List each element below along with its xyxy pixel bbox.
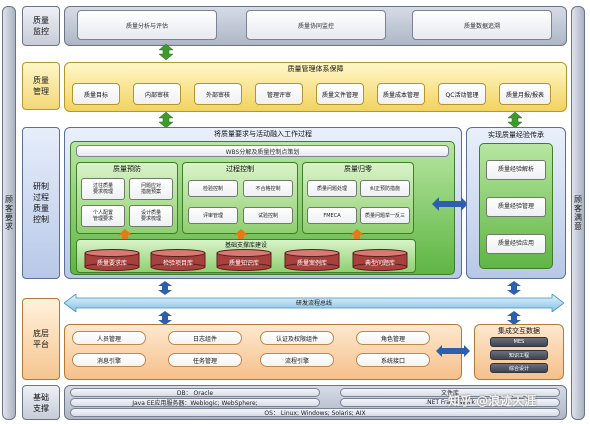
arrow-platform-integration bbox=[436, 345, 470, 357]
rd-bus-label: 研发流程总线 bbox=[295, 300, 332, 307]
arrow-up-prevention bbox=[118, 229, 132, 241]
database-1-icon bbox=[84, 249, 140, 271]
database-1[interactable]: 质量要求库 bbox=[84, 249, 140, 271]
customer-requirement-label: 顾客要求 bbox=[4, 195, 14, 231]
platform-item-8[interactable]: 系统接口 bbox=[356, 353, 430, 367]
prevention-cell-2[interactable]: 问题应对 措施预案 bbox=[129, 178, 173, 200]
group-title-prevention: 质量预防 bbox=[113, 165, 141, 173]
experience-title: 实现质量经验传承 bbox=[488, 131, 544, 139]
mgmt-item-8[interactable]: 质量月报/报表 bbox=[499, 83, 551, 105]
arrow-management-rd-right bbox=[507, 112, 523, 128]
integration-item-3[interactable]: 综合设计 bbox=[490, 363, 548, 373]
platform-item-7[interactable]: 流程引擎 bbox=[260, 353, 334, 367]
platform-item-6[interactable]: 任务管理 bbox=[168, 353, 242, 367]
mgmt-item-5[interactable]: 质量文件管理 bbox=[316, 83, 364, 105]
arrow-rd-bus-right bbox=[507, 281, 521, 295]
arrow-up-process bbox=[234, 229, 248, 241]
integration-title: 集成交互数据 bbox=[498, 327, 540, 335]
monitor-item-2[interactable]: 质量协同监控 bbox=[246, 10, 386, 40]
database-4-label: 质量案例库 bbox=[296, 260, 327, 267]
process-cell-1[interactable]: 检验控制 bbox=[188, 180, 238, 197]
support-db: DB： Oracle bbox=[70, 388, 320, 397]
platform-item-5[interactable]: 消息引擎 bbox=[72, 353, 146, 367]
mgmt-item-7[interactable]: QC活动管理 bbox=[438, 83, 486, 105]
customer-satisfaction-label: 顾客满意 bbox=[573, 195, 583, 231]
arrow-up-zeroing bbox=[350, 229, 364, 241]
group-title-zeroing: 质量归零 bbox=[344, 165, 372, 173]
integration-item-1[interactable]: MES bbox=[490, 337, 548, 347]
row-label-support: 基础 支撑 bbox=[22, 385, 60, 420]
database-5-icon bbox=[352, 249, 408, 271]
database-3[interactable]: 质量知识库 bbox=[216, 249, 272, 271]
support-os: OS： Linux; Windows; Solaris; AIX bbox=[70, 408, 560, 417]
arrow-monitor-management bbox=[158, 44, 174, 60]
database-4-icon bbox=[284, 249, 340, 271]
mgmt-item-3[interactable]: 外部审核 bbox=[194, 83, 242, 105]
arrow-rd-experience bbox=[432, 197, 468, 211]
monitor-item-3[interactable]: 质量数据追溯 bbox=[412, 10, 552, 40]
prevention-cell-4[interactable]: 设计质量 要求梳理 bbox=[129, 205, 173, 227]
support-javaee: Java EE应用服务器：Weblogic; WebSphere; bbox=[70, 398, 320, 407]
right-sidebar: 顾客满意 bbox=[571, 6, 585, 420]
prevention-cell-3[interactable]: 个人配置 管理要求 bbox=[81, 205, 125, 227]
support-filelib: 文件库 bbox=[340, 388, 560, 397]
management-panel-title: 质量管理体系保障 bbox=[287, 65, 344, 73]
mgmt-item-4[interactable]: 管理评审 bbox=[255, 83, 303, 105]
monitor-item-1[interactable]: 质量分析与评估 bbox=[77, 10, 217, 40]
support-dotnet: .NET FrameWork bbox=[340, 398, 560, 407]
platform-item-2[interactable]: 日志组件 bbox=[168, 331, 242, 345]
arrow-management-rd-left bbox=[158, 112, 174, 128]
experience-item-3[interactable]: 质量经验应用 bbox=[486, 234, 546, 254]
platform-item-3[interactable]: 认证及权限组件 bbox=[260, 331, 334, 345]
experience-item-1[interactable]: 质量经验解析 bbox=[486, 160, 546, 180]
database-4[interactable]: 质量案例库 bbox=[284, 249, 340, 271]
zeroing-cell-1[interactable]: 质量问题处理 bbox=[307, 180, 357, 197]
experience-item-2[interactable]: 质量经验管理 bbox=[486, 197, 546, 217]
prevention-cell-1[interactable]: 过往质量 要求梳理 bbox=[81, 178, 125, 200]
rd-panel-title: 将质量要求与活动融入工作过程 bbox=[214, 130, 312, 138]
zeroing-cell-4[interactable]: 质量问题举一反三 bbox=[360, 207, 410, 224]
process-cell-4[interactable]: 试验控制 bbox=[243, 207, 293, 224]
rd-bus bbox=[64, 294, 564, 312]
zeroing-cell-2[interactable]: 纠正预防措施 bbox=[360, 180, 410, 197]
platform-item-1[interactable]: 人员管理 bbox=[72, 331, 146, 345]
database-2-icon bbox=[150, 249, 206, 271]
mgmt-item-1[interactable]: 质量目标 bbox=[72, 83, 120, 105]
arrow-rd-bus-left bbox=[158, 281, 172, 295]
process-cell-2[interactable]: 不合格控制 bbox=[243, 180, 293, 197]
row-label-monitor: 质量 监控 bbox=[22, 6, 60, 46]
group-title-process: 过程控制 bbox=[226, 165, 254, 173]
watermark: 知乎 @浪迹天涯 bbox=[448, 394, 537, 408]
integration-item-2[interactable]: 知识工程 bbox=[490, 350, 548, 360]
arrow-bus-platform-left bbox=[158, 311, 172, 325]
database-3-icon bbox=[216, 249, 272, 271]
database-2-label: 检验项目库 bbox=[162, 260, 193, 267]
process-cell-3[interactable]: 评审管理 bbox=[188, 207, 238, 224]
mgmt-item-2[interactable]: 内部审核 bbox=[133, 83, 181, 105]
database-3-label: 质量知识库 bbox=[228, 260, 259, 267]
platform-item-4[interactable]: 角色管理 bbox=[356, 331, 430, 345]
database-1-label: 质量要求库 bbox=[96, 260, 127, 267]
database-5[interactable]: 典型问题库 bbox=[352, 249, 408, 271]
row-label-platform: 底层 平台 bbox=[22, 298, 60, 380]
database-2[interactable]: 检验项目库 bbox=[150, 249, 206, 271]
base-support-title: 基础支撑库建设 bbox=[224, 242, 267, 249]
arrow-bus-platform-right bbox=[507, 311, 521, 325]
row-label-rd: 研制 过程 质量 控制 bbox=[22, 127, 60, 279]
wbs-bar[interactable]: WBS分解及质量控制点策划 bbox=[76, 145, 449, 157]
mgmt-item-6[interactable]: 质量成本管理 bbox=[377, 83, 425, 105]
zeroing-cell-3[interactable]: FMECA bbox=[307, 207, 357, 224]
database-5-label: 典型问题库 bbox=[364, 260, 395, 267]
row-label-management: 质量 管理 bbox=[22, 62, 60, 110]
left-sidebar: 顾客要求 bbox=[2, 6, 16, 420]
